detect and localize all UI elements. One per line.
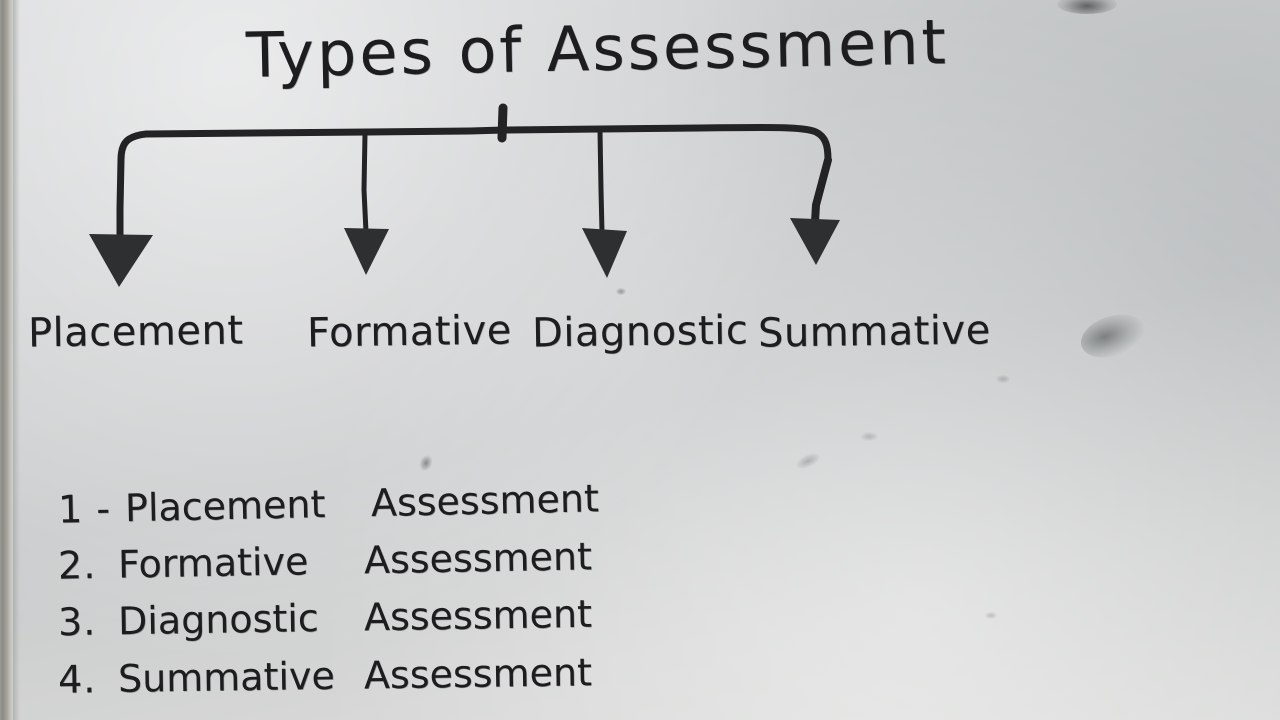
- marker-smudge: [1057, 0, 1117, 14]
- marker-smudge: [985, 612, 997, 619]
- list-item: 3. Diagnostic Assessment: [58, 592, 593, 644]
- marker-smudge: [1075, 306, 1151, 366]
- branch-label-formative: Formative: [306, 307, 513, 357]
- marker-smudge: [793, 450, 823, 472]
- branch-label-summative: Summative: [757, 307, 992, 357]
- list-item: 1 - Placement Assessment: [58, 476, 600, 531]
- branch-label-diagnostic: Diagnostic: [531, 307, 749, 357]
- diagram-title: Types of Assessment: [245, 5, 950, 92]
- branch-label-placement: Placement: [27, 307, 244, 357]
- branch-stem-3: [597, 128, 605, 235]
- branch-stem-2: [361, 131, 369, 235]
- marker-smudge: [860, 432, 878, 441]
- whiteboard-frame-edge: [0, 0, 13, 720]
- list-item-number: 2.: [57, 542, 97, 588]
- list-item: 2. Formative Assessment: [58, 534, 593, 587]
- root-stub-line: [497, 103, 508, 143]
- list-item-number: 1 -: [57, 486, 112, 532]
- list-item-kind: Summative: [117, 653, 336, 701]
- list-item-kind: Diagnostic: [117, 596, 320, 644]
- branch-arrowhead-4: [790, 218, 840, 265]
- branch-arrowhead-2: [344, 228, 389, 275]
- branch-stem-4: [811, 156, 832, 226]
- list-item-noun: Assessment: [363, 591, 593, 640]
- branch-stem-1: [116, 156, 125, 244]
- list-item-noun: Assessment: [363, 534, 593, 583]
- list-item-kind: Formative: [117, 539, 309, 587]
- list-item-kind: Placement: [124, 482, 326, 531]
- list-item: 4. Summative Assessment: [58, 650, 593, 701]
- list-item-noun: Assessment: [363, 650, 593, 698]
- horizontal-rail-line: [117, 123, 832, 164]
- list-item-noun: Assessment: [370, 476, 600, 526]
- branch-arrowhead-1: [89, 234, 153, 287]
- marker-smudge: [417, 453, 435, 473]
- marker-smudge: [616, 288, 626, 295]
- list-item-number: 4.: [57, 657, 97, 702]
- marker-smudge: [996, 375, 1010, 383]
- list-item-number: 3.: [57, 599, 97, 645]
- branch-arrowhead-3: [582, 228, 627, 278]
- whiteboard-frame-shadow: [13, 0, 20, 720]
